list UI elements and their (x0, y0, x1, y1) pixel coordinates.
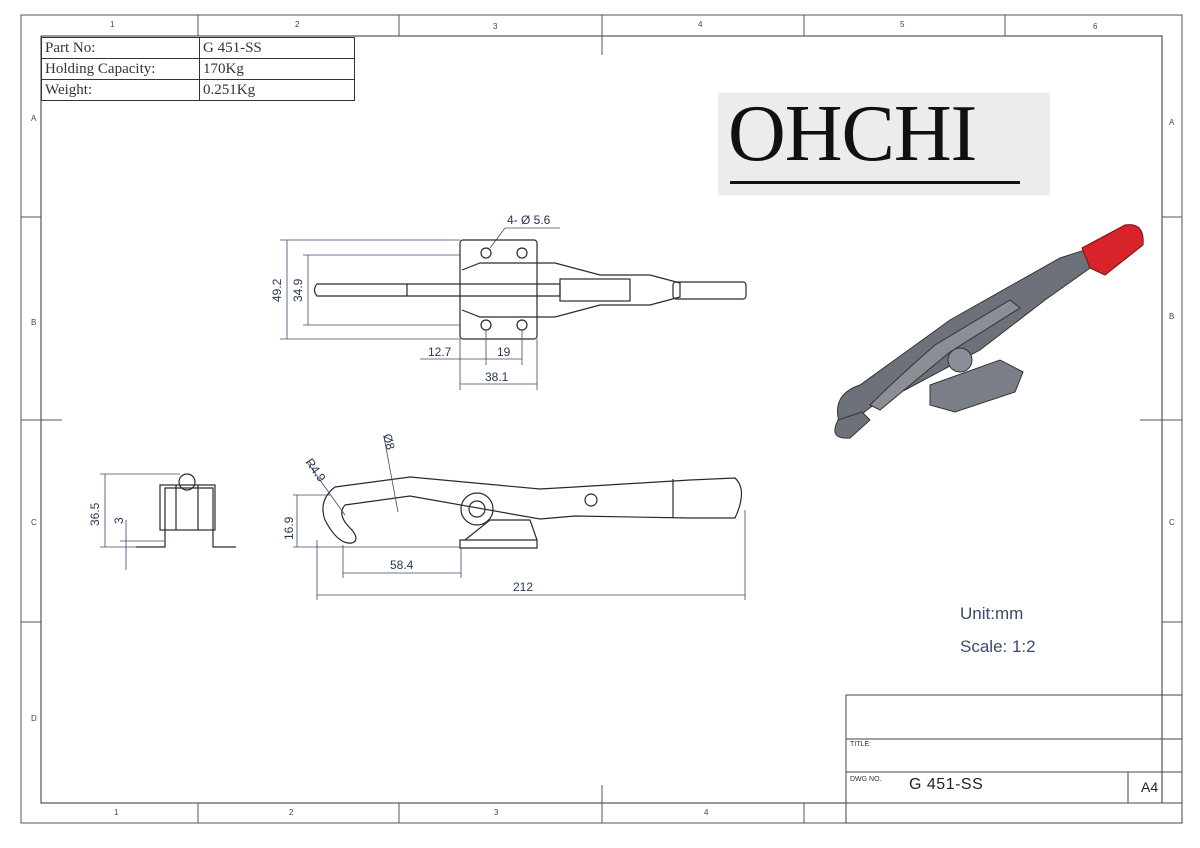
spec-label: Holding Capacity: (41, 58, 200, 80)
zone-row-label: B (31, 318, 37, 327)
dim-hole-spacing: 19 (497, 345, 511, 359)
dim-overall-length: 212 (513, 580, 533, 594)
zone-row-label: B (1169, 312, 1175, 321)
dwg-no-label: DWG NO. (850, 776, 882, 783)
zone-row-label: A (1169, 118, 1175, 127)
zone-col-label: 4 (704, 808, 709, 817)
zone-col-label: 2 (289, 808, 294, 817)
zone-row-label: D (31, 714, 37, 723)
dim-plate-thickness: 3 (112, 517, 126, 524)
front-view (322, 476, 743, 549)
dim-hook-reach: 58.4 (390, 558, 414, 572)
zone-col-label: 2 (295, 20, 300, 29)
end-view-dimensions (100, 473, 180, 570)
unit-note: Unit:mm (960, 604, 1024, 623)
dim-radius: R4.9 (303, 456, 329, 485)
spec-value: 170Kg (199, 58, 355, 80)
end-view (136, 473, 236, 548)
sheet-size: A4 (1141, 779, 1159, 795)
title-label: TITLE: (850, 741, 872, 748)
isometric-view (834, 224, 1144, 439)
spec-table: Part No: G 451-SS Holding Capacity: 170K… (41, 37, 355, 101)
top-view-dimensions (280, 227, 560, 390)
zone-row-label: A (31, 114, 37, 123)
dim-base-width: 38.1 (485, 370, 509, 384)
spec-value: G 451-SS (199, 37, 355, 59)
brand-logo: OHCHI (718, 90, 1050, 195)
zone-col-label: 3 (493, 22, 498, 31)
zone-col-label: 4 (698, 20, 703, 29)
zone-col-label: 5 (900, 20, 905, 29)
zone-dividers (21, 15, 1182, 823)
zone-col-label: 3 (494, 808, 499, 817)
dim-offset-left: 12.7 (428, 345, 452, 359)
zone-col-label: 1 (114, 808, 119, 817)
spec-value: 0.251Kg (199, 79, 355, 101)
logo-text: OHCHI (728, 90, 977, 178)
zone-row-label: C (31, 518, 37, 527)
dim-hook-height: 16.9 (282, 516, 296, 540)
zone-row-label: C (1169, 518, 1175, 527)
logo-underline (730, 181, 1020, 184)
dim-height-inner: 34.9 (291, 278, 305, 302)
dim-holes: 4- Ø 5.6 (507, 213, 551, 227)
spec-row-capacity: Holding Capacity: 170Kg (41, 58, 355, 80)
spec-row-weight: Weight: 0.251Kg (41, 79, 355, 101)
dim-rod-dia: Ø8 (380, 432, 398, 451)
zone-col-label: 6 (1093, 22, 1098, 31)
dim-height-outer: 49.2 (270, 278, 284, 302)
dim-side-height: 36.5 (88, 502, 102, 526)
spec-label: Part No: (41, 37, 200, 59)
front-view-dimensions (293, 436, 746, 600)
scale-note: Scale: 1:2 (960, 637, 1036, 656)
dwg-number: G 451-SS (909, 776, 984, 793)
title-block (845, 694, 1183, 824)
top-view (313, 239, 747, 340)
zone-col-label: 1 (110, 20, 115, 29)
spec-label: Weight: (41, 79, 200, 101)
spec-row-part-no: Part No: G 451-SS (41, 37, 355, 59)
